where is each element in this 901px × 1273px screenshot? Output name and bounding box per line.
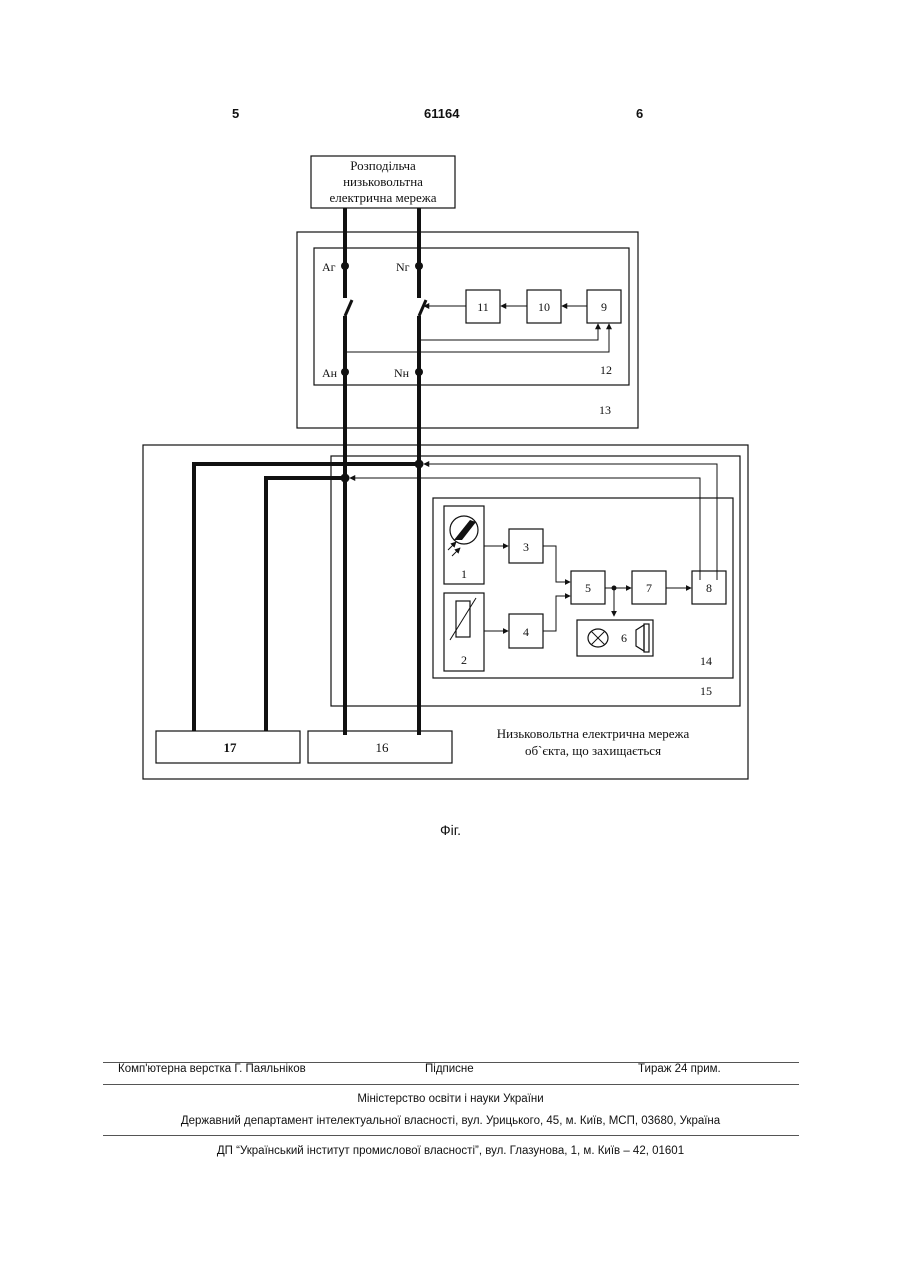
- label-ag: Аг: [322, 260, 336, 274]
- node-n: [415, 460, 424, 469]
- label-14: 14: [700, 654, 712, 668]
- top-box-line-1: Розподільча: [350, 158, 416, 173]
- block-13: [297, 232, 638, 428]
- footer-circulation: Тираж 24 прим.: [638, 1063, 721, 1075]
- branch-n-to-17: [194, 464, 419, 731]
- branch-a-to-17: [266, 478, 345, 731]
- thermistor-slash-icon: [450, 598, 476, 640]
- label-3: 3: [523, 540, 529, 554]
- label-11: 11: [477, 300, 489, 314]
- label-2: 2: [461, 653, 467, 667]
- label-10: 10: [538, 300, 550, 314]
- label-1: 1: [461, 567, 467, 581]
- arrow-3-to-5: [543, 546, 570, 582]
- footer-department: Державний департамент інтелектуальної вл…: [0, 1115, 901, 1127]
- terminal-nn: [415, 368, 423, 376]
- terminal-an: [341, 368, 349, 376]
- terminal-ng: [415, 262, 423, 270]
- switch-contact-n: [419, 300, 426, 316]
- label-5: 5: [585, 581, 591, 595]
- network-label-line-1: Низьковольтна електрична мережа: [497, 726, 690, 741]
- figure-caption: Фіг.: [0, 822, 901, 838]
- light-arrow-icon: [448, 542, 456, 550]
- label-nn: Nн: [394, 366, 410, 380]
- label-17: 17: [224, 740, 238, 755]
- top-box-line-3: електрична мережа: [329, 190, 436, 205]
- sense-line-n: [419, 324, 598, 340]
- terminal-ag: [341, 262, 349, 270]
- block-12: [314, 248, 629, 385]
- label-8: 8: [706, 581, 712, 595]
- label-13: 13: [599, 403, 611, 417]
- footer-rule-middle: [103, 1084, 799, 1085]
- light-arrow-icon-2: [452, 548, 460, 556]
- label-15: 15: [700, 684, 712, 698]
- label-ng: Nг: [396, 260, 410, 274]
- label-an: Ан: [322, 366, 338, 380]
- label-6: 6: [621, 631, 627, 645]
- footer-signed: Підписне: [425, 1063, 474, 1075]
- arrow-4-to-5: [543, 596, 570, 631]
- speaker-icon: [636, 625, 644, 651]
- label-7: 7: [646, 581, 652, 595]
- footer-layout-credit: Комп'ютерна верстка Г. Паяльніков: [118, 1063, 306, 1075]
- footer-rule-bottom: [103, 1135, 799, 1136]
- network-label-line-2: об`єкта, що захищається: [525, 743, 661, 758]
- photo-element-icon: [454, 520, 476, 540]
- sense-line-a: [345, 324, 609, 352]
- feedback-8-to-n: [424, 464, 717, 580]
- label-9: 9: [601, 300, 607, 314]
- footer-institute: ДП “Український інститут промислової вла…: [0, 1145, 901, 1157]
- footer-ministry: Міністерство освіти і науки України: [0, 1093, 901, 1105]
- switch-contact-a: [345, 300, 352, 316]
- node-a: [341, 474, 350, 483]
- block-15: [331, 456, 740, 706]
- top-box-line-2: низьковольтна: [343, 174, 423, 189]
- speaker-body-icon: [644, 624, 649, 652]
- label-16: 16: [376, 740, 390, 755]
- label-12: 12: [600, 363, 612, 377]
- label-4: 4: [523, 625, 529, 639]
